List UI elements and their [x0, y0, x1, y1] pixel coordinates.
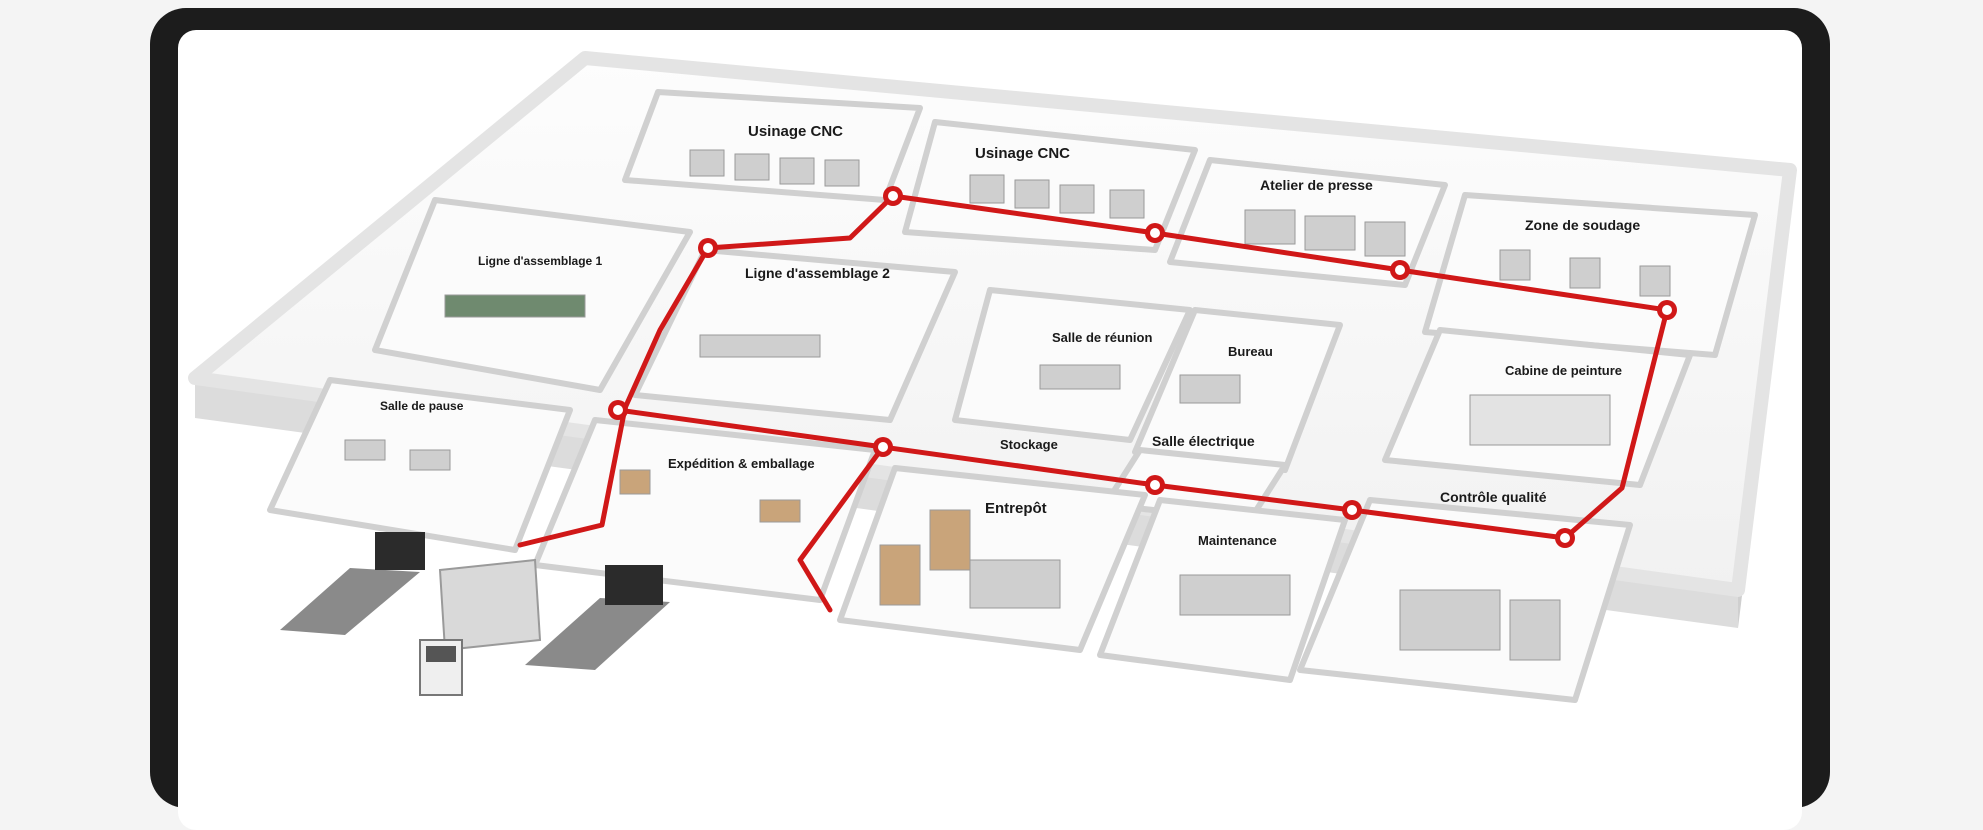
equipment	[344, 149, 1671, 661]
route-line	[517, 193, 1670, 613]
press-machine	[1304, 215, 1356, 251]
label-line1: Ligne d'assemblage 1	[478, 254, 603, 268]
inspection-station	[1509, 599, 1561, 661]
label-storage: Stockage	[1000, 437, 1058, 452]
label-shipping: Expédition & emballage	[668, 456, 815, 471]
cnc-machine	[779, 157, 815, 185]
press-machine	[1244, 209, 1296, 245]
route-node-center	[1662, 305, 1672, 315]
workbench	[1179, 574, 1291, 616]
label-paint: Cabine de peinture	[1505, 363, 1622, 378]
truck-trailer	[438, 558, 542, 652]
route-node-center	[1560, 533, 1570, 543]
route-node-center	[703, 243, 713, 253]
route-node-center	[1347, 505, 1357, 515]
cnc-machine	[824, 159, 860, 187]
label-qc: Contrôle qualité	[1440, 489, 1547, 505]
dock-ramp-1	[280, 568, 420, 635]
storage-rack	[969, 559, 1061, 609]
label-press: Atelier de presse	[1260, 177, 1373, 193]
pallet-stack	[879, 544, 921, 606]
cnc-machine	[1109, 189, 1145, 219]
label-line2: Ligne d'assemblage 2	[745, 265, 890, 281]
welding-robot	[1569, 257, 1601, 289]
cnc-machine	[1014, 179, 1050, 209]
route-network	[517, 193, 1670, 613]
cnc-machine	[734, 153, 770, 181]
welding-robot	[1639, 265, 1671, 297]
dock-ramp-2	[525, 598, 670, 670]
factory-floor-plan: Usinage CNC Usinage CNC Atelier de press…	[188, 51, 1797, 703]
label-cnc1: Usinage CNC	[748, 123, 843, 140]
press-machine	[1364, 221, 1406, 257]
room-shipping	[532, 417, 878, 603]
route-node-center	[1150, 480, 1160, 490]
label-meeting: Salle de réunion	[1052, 330, 1152, 345]
assembly-conveyor	[444, 294, 586, 318]
welding-robot	[1499, 249, 1531, 281]
room-cnc1	[622, 89, 923, 203]
label-weld: Zone de soudage	[1525, 217, 1640, 233]
loading-area	[280, 532, 670, 696]
cardboard-box	[759, 499, 801, 523]
cnc-machine	[689, 149, 725, 177]
label-cnc2: Usinage CNC	[975, 145, 1070, 162]
assembly-conveyor	[699, 334, 821, 358]
label-office: Bureau	[1228, 344, 1273, 359]
route-node-center	[1150, 228, 1160, 238]
label-warehouse: Entrepôt	[985, 500, 1047, 517]
label-maintenance: Maintenance	[1198, 533, 1277, 548]
route-node-center	[878, 442, 888, 452]
dock-door-1	[375, 532, 425, 570]
stage: Usinage CNC Usinage CNC Atelier de press…	[150, 8, 1830, 830]
paint-booth	[1469, 394, 1611, 446]
route-node-center	[888, 191, 898, 201]
route-node-center	[1395, 265, 1405, 275]
office-desk	[1179, 374, 1241, 404]
route-nodes	[608, 186, 1677, 548]
dock-door-2	[605, 565, 663, 605]
label-break: Salle de pause	[380, 399, 464, 413]
pallet-stack	[929, 509, 971, 571]
break-table	[409, 449, 451, 471]
zone-labels: Usinage CNC Usinage CNC Atelier de press…	[380, 123, 1640, 548]
label-electrical: Salle électrique	[1152, 433, 1255, 449]
cnc-machine	[969, 174, 1005, 204]
cnc-machine	[1059, 184, 1095, 214]
meeting-table	[1039, 364, 1121, 390]
inspection-station	[1399, 589, 1501, 651]
route-node-center	[613, 405, 623, 415]
cardboard-box	[619, 469, 651, 495]
break-table	[344, 439, 386, 461]
truck-windshield	[426, 646, 456, 662]
